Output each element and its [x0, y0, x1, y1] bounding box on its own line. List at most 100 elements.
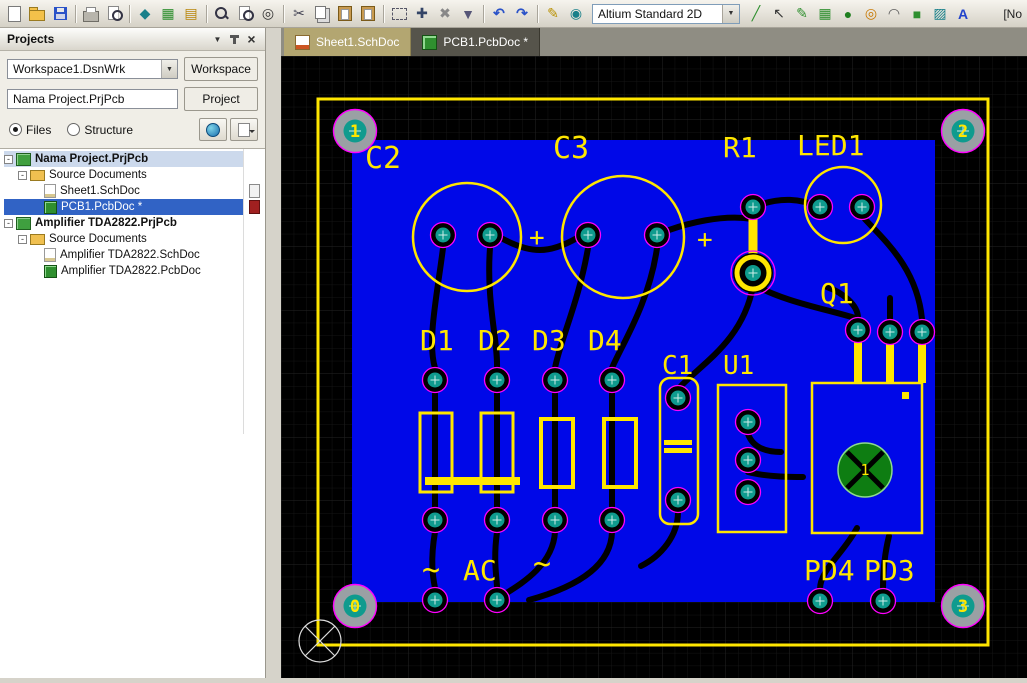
pad[interactable] — [869, 587, 897, 615]
zoom-selected-icon[interactable]: ◎ — [261, 5, 275, 21]
designator-c3[interactable]: C3 — [553, 131, 589, 166]
paste-icon[interactable] — [334, 3, 356, 25]
pad[interactable] — [844, 316, 872, 344]
workspace-button[interactable]: Workspace — [184, 57, 258, 81]
silkscreen[interactable] — [411, 165, 926, 535]
library-icon[interactable]: ▤ — [184, 5, 198, 21]
trimmer[interactable]: 1 — [837, 442, 893, 498]
pad[interactable] — [598, 366, 626, 394]
cross-probe-icon[interactable]: ◆ — [139, 5, 151, 21]
line-tool-icon[interactable]: ╱ — [751, 5, 761, 21]
open-icon[interactable] — [26, 3, 48, 25]
project-button[interactable]: Project — [184, 87, 258, 111]
pad[interactable] — [908, 318, 936, 346]
deselect-icon[interactable]: ✖ — [439, 5, 451, 21]
pad[interactable] — [421, 366, 449, 394]
pad[interactable] — [739, 193, 767, 221]
print-preview-icon[interactable] — [103, 3, 125, 25]
pad[interactable] — [483, 506, 511, 534]
pad[interactable] — [848, 193, 876, 221]
traces[interactable] — [429, 196, 925, 603]
view-mode-select[interactable]: Altium Standard 2D ▼ — [592, 3, 740, 24]
project-select[interactable]: Nama Project.PrjPcb — [7, 89, 178, 109]
designator-pd4[interactable]: PD4 — [804, 554, 855, 587]
print-icon[interactable] — [80, 3, 102, 25]
radio-structure[interactable]: Structure — [67, 123, 133, 137]
pad[interactable] — [541, 506, 569, 534]
pin-icon[interactable] — [226, 32, 243, 47]
tree-item-amplifier-pcbdoc[interactable]: Amplifier TDA2822.PcbDoc — [0, 263, 265, 279]
place-via-icon[interactable]: ◎ — [864, 5, 878, 21]
r1-bar[interactable] — [748, 219, 758, 263]
pad[interactable] — [483, 586, 511, 614]
copy-icon[interactable] — [311, 3, 333, 25]
designator-u1[interactable]: U1 — [723, 351, 754, 381]
pad[interactable] — [476, 221, 504, 249]
pcb-drawing[interactable]: 1 C2 C3 R1 LED1 Q1 D1 D2 D3 D4 C1 U1 + +… — [281, 56, 1027, 678]
designator-led1[interactable]: LED1 — [797, 129, 864, 162]
open-document-split-button[interactable] — [230, 118, 258, 141]
pcb-editor-canvas[interactable]: 1 C2 C3 R1 LED1 Q1 D1 D2 D3 D4 C1 U1 + +… — [281, 56, 1027, 678]
designator-pd3[interactable]: PD3 — [864, 554, 915, 587]
led1-outline[interactable] — [803, 165, 883, 245]
pad[interactable] — [806, 587, 834, 615]
resistor-footprint[interactable] — [418, 411, 454, 494]
place-component-icon[interactable]: ▦ — [818, 5, 832, 21]
designator-c2[interactable]: C2 — [365, 141, 401, 176]
collapse-toggle-icon[interactable]: - — [18, 170, 27, 180]
pad[interactable] — [421, 586, 449, 614]
resistor-footprint[interactable] — [602, 417, 638, 489]
pad[interactable] — [734, 408, 762, 436]
component-icon[interactable]: ▦ — [161, 5, 175, 21]
redo-icon[interactable]: ↷ — [516, 5, 528, 21]
tree-item-project-amplifier[interactable]: - Amplifier TDA2822.PrjPcb — [0, 215, 265, 231]
place-arc-icon[interactable]: ◠ — [887, 5, 901, 21]
designator-d4[interactable]: D4 — [588, 324, 622, 357]
zoom-document-icon[interactable] — [234, 3, 256, 25]
tree-item-amplifier-schdoc[interactable]: Amplifier TDA2822.SchDoc — [0, 247, 265, 263]
pad[interactable] — [483, 366, 511, 394]
resistor-footprint[interactable] — [479, 411, 515, 494]
designator-d2[interactable]: D2 — [478, 324, 512, 357]
resistor-footprint[interactable] — [539, 417, 575, 489]
place-string-icon[interactable]: A — [957, 5, 969, 22]
new-document-icon[interactable] — [3, 3, 25, 25]
pad[interactable] — [734, 478, 762, 506]
pad[interactable] — [421, 506, 449, 534]
undo-icon[interactable]: ↶ — [493, 5, 505, 21]
cut-icon[interactable]: ✂ — [293, 5, 305, 21]
pad[interactable] — [541, 366, 569, 394]
ac-label[interactable]: AC — [463, 554, 497, 587]
pad[interactable] — [664, 384, 692, 412]
tree-item-project-nama[interactable]: - Nama Project.PrjPcb — [0, 151, 265, 167]
pad[interactable] — [429, 221, 457, 249]
pad[interactable] — [574, 221, 602, 249]
zoom-area-icon[interactable] — [211, 3, 233, 25]
designator-d1[interactable]: D1 — [420, 324, 454, 357]
board-outline[interactable] — [316, 97, 990, 647]
tree-item-source-documents-2[interactable]: - Source Documents — [0, 231, 265, 247]
select-area-icon[interactable] — [388, 3, 410, 25]
save-icon[interactable] — [49, 3, 71, 25]
cross-select-icon[interactable]: ◉ — [569, 5, 583, 21]
workspace-select[interactable]: Workspace1.DsnWrk ▼ — [7, 59, 178, 79]
tree-item-sheet1[interactable]: Sheet1.SchDoc — [0, 183, 265, 199]
clear-filter-icon[interactable]: ▼ — [461, 5, 475, 22]
q1-leads[interactable] — [854, 340, 926, 383]
c3-outline[interactable] — [560, 174, 686, 300]
interactive-route-icon[interactable]: ✎ — [796, 5, 808, 21]
tree-item-source-documents[interactable]: - Source Documents — [0, 167, 265, 183]
move-icon[interactable]: ✚ — [416, 5, 428, 21]
radio-files[interactable]: Files — [9, 123, 51, 137]
place-fill-icon[interactable]: ■ — [912, 5, 922, 22]
panel-splitter[interactable] — [266, 28, 281, 678]
u1-outline[interactable] — [716, 383, 788, 534]
collapse-toggle-icon[interactable]: - — [4, 218, 13, 228]
designator-c1[interactable]: C1 — [662, 351, 693, 381]
panel-menu-icon[interactable]: ▼ — [213, 34, 222, 44]
copper-plane[interactable] — [352, 140, 935, 602]
collapse-toggle-icon[interactable]: - — [4, 154, 13, 164]
designator-r1[interactable]: R1 — [723, 131, 757, 164]
paste-special-icon[interactable] — [357, 3, 379, 25]
tree-item-pcb1[interactable]: PCB1.PcbDoc * — [0, 199, 265, 215]
